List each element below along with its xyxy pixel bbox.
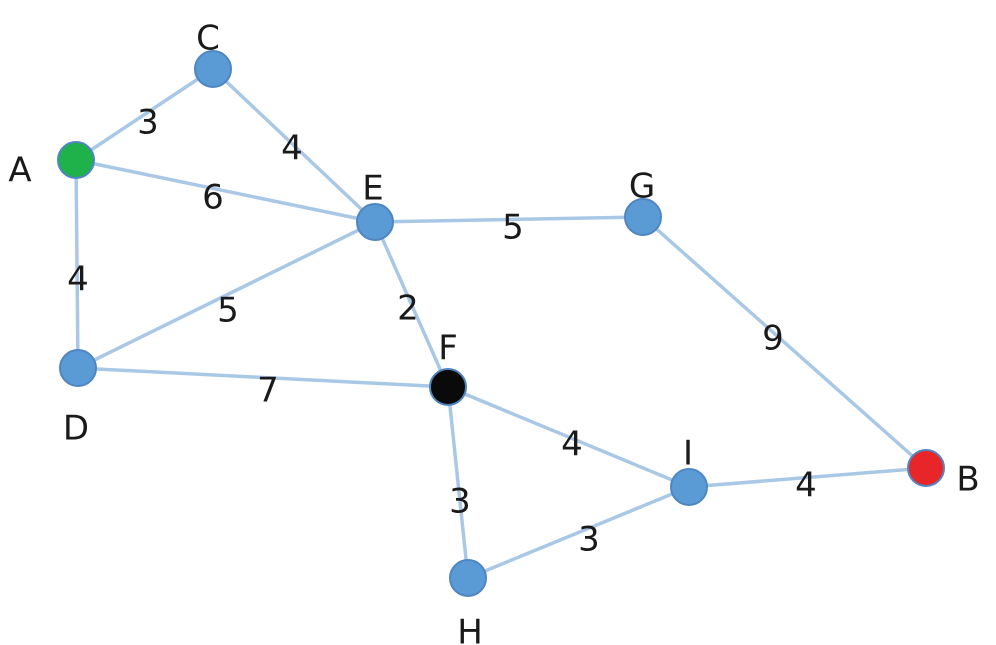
- edge-weight-e-g: 5: [502, 208, 524, 248]
- edge-weight-e-f: 2: [397, 289, 419, 329]
- node-label-e: E: [362, 169, 383, 209]
- edge-f-i: [446, 385, 691, 489]
- edge-weight-c-e: 4: [281, 129, 303, 169]
- node-label-h: H: [457, 613, 483, 645]
- edge-weight-f-h: 3: [449, 482, 471, 522]
- edge-e-f: [373, 220, 450, 389]
- edge-a-e: [74, 158, 377, 224]
- edge-d-f: [76, 366, 450, 389]
- edge-weight-f-i: 4: [561, 425, 583, 465]
- node-h: [449, 559, 487, 597]
- edge-c-e: [211, 67, 377, 224]
- node-label-d: D: [63, 409, 89, 449]
- node-label-f: F: [438, 329, 458, 369]
- edge-weight-a-e: 6: [202, 178, 224, 218]
- edge-weight-d-f: 7: [257, 371, 279, 411]
- edge-f-h: [446, 385, 470, 580]
- edge-i-b: [687, 466, 928, 489]
- node-a: [57, 141, 95, 179]
- node-d: [59, 349, 97, 387]
- edge-weight-a-d: 4: [67, 260, 89, 300]
- node-label-c: C: [196, 19, 220, 59]
- edge-weight-a-c: 3: [137, 103, 159, 143]
- edge-weight-i-b: 4: [795, 466, 817, 506]
- edge-a-d: [74, 158, 80, 370]
- node-label-g: G: [629, 167, 655, 207]
- node-label-i: I: [683, 434, 693, 474]
- node-e: [356, 203, 394, 241]
- node-label-a: A: [8, 151, 31, 191]
- node-i: [670, 468, 708, 506]
- nodes-layer: [57, 50, 945, 597]
- node-label-b: B: [956, 460, 979, 500]
- node-f: [429, 368, 467, 406]
- node-c: [194, 50, 232, 88]
- edge-d-e: [76, 220, 377, 370]
- edge-labels-layer: 3 4 6 4 5 5 2 7 9 4 3 3 4: [67, 103, 817, 560]
- edge-a-c: [74, 67, 215, 162]
- node-b: [907, 449, 945, 487]
- edge-e-g: [373, 215, 645, 224]
- edge-h-i: [466, 485, 691, 580]
- edges-layer: [74, 67, 928, 580]
- edge-weight-g-b: 9: [762, 319, 784, 359]
- edge-weight-d-e: 5: [217, 291, 239, 331]
- edge-g-b: [641, 215, 928, 470]
- node-g: [624, 198, 662, 236]
- edge-weight-h-i: 3: [578, 520, 600, 560]
- node-labels-layer: A B C D E F G H I: [8, 19, 979, 645]
